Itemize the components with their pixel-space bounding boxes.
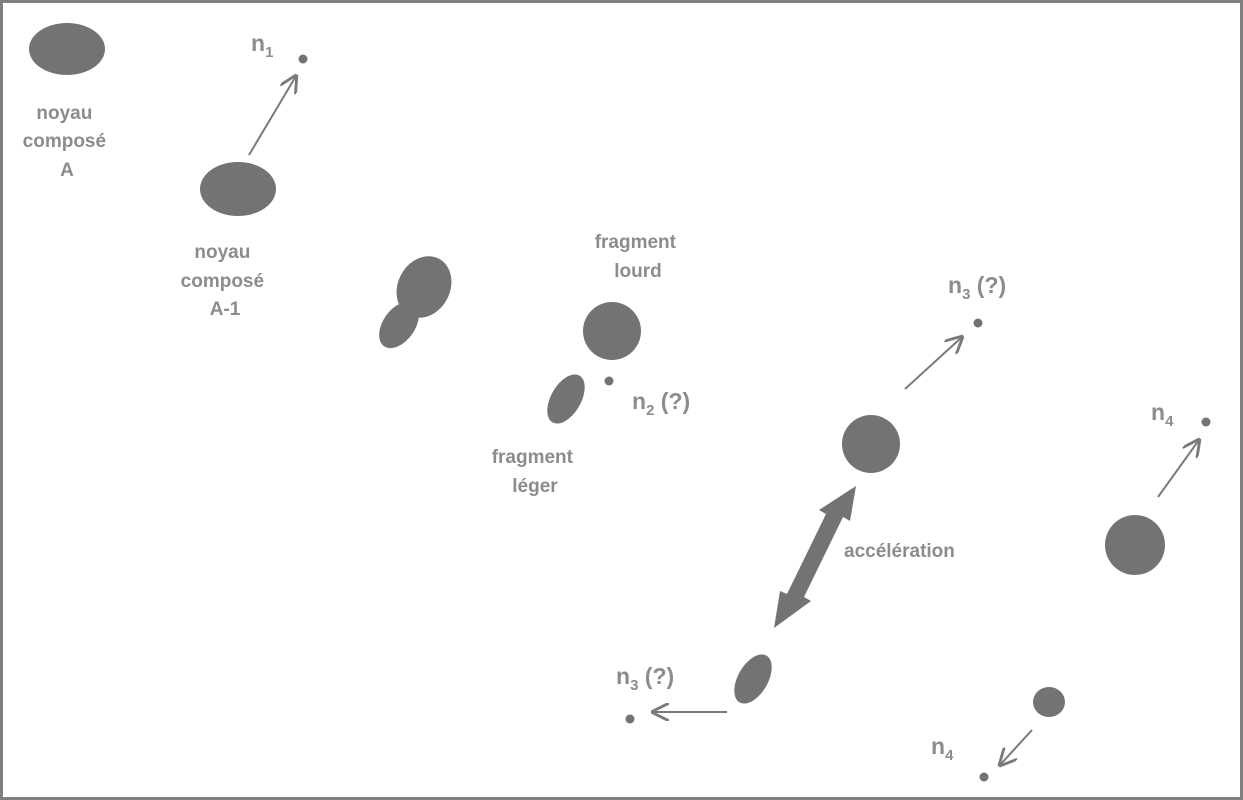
label-n3-top: n3 (?) [948,272,1006,303]
label-noyau-a-1: noyau composé A-1 [181,242,270,320]
neutron-n4-bottom [979,772,989,782]
final-heavy-fragment [1105,515,1165,575]
neutron-n3-top [973,318,983,328]
label-fragment-lourd: fragment lourd [595,232,682,282]
accelerated-light-fragment [734,654,772,704]
neutron-n3-bottom [625,714,635,724]
label-n3-bottom: n3 (?) [616,663,674,694]
arrow-n3-top [904,337,962,390]
label-n4-bottom: n4 [931,733,954,764]
compound-nucleus-a-1 [200,162,276,216]
acceleration-double-arrow [774,486,856,628]
arrow-n4-top [1157,440,1199,498]
label-fragment-leger: fragment léger [492,447,579,497]
deformed-nucleus-small-lobe [379,301,419,349]
light-fragment [547,374,585,424]
arrow-n1 [248,76,296,156]
neutron-n2 [604,376,614,386]
final-light-fragment [1033,687,1065,717]
accelerated-heavy-fragment [842,415,900,473]
neutron-n1 [298,54,308,64]
label-acceleration: accélération [844,541,955,562]
compound-nucleus-a [29,23,105,75]
label-n4-top: n4 [1151,399,1174,430]
arrow-n4-bottom [1000,729,1033,765]
heavy-fragment [583,302,641,360]
label-n2: n2 (?) [632,388,690,419]
label-n1: n1 [251,30,273,61]
neutron-n4-top [1201,417,1211,427]
label-noyau-a: noyau composé A [23,103,112,181]
